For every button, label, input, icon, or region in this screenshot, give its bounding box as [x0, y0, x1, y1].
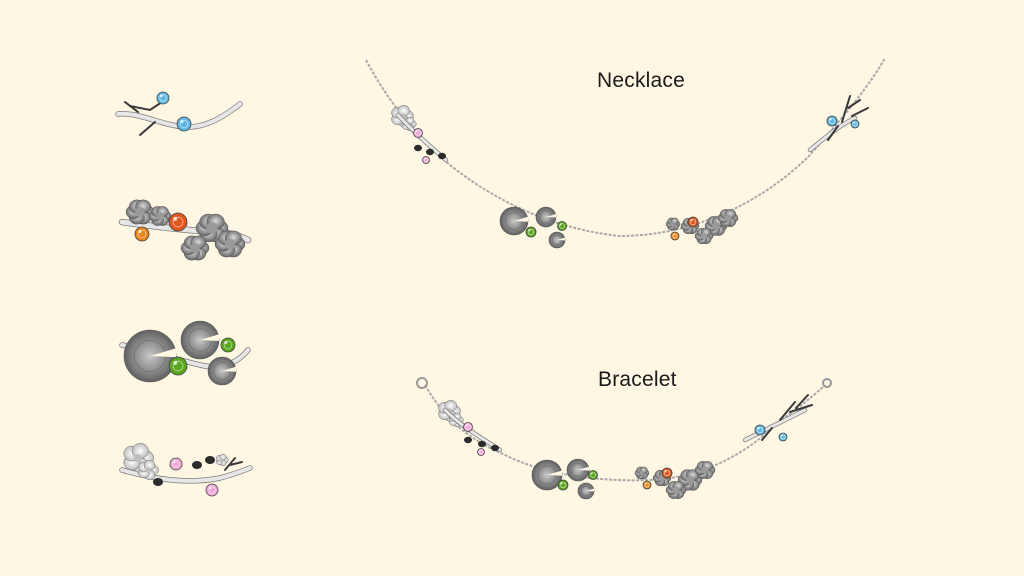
flower	[665, 481, 687, 499]
bud	[478, 440, 486, 448]
necklace-chain	[365, 57, 886, 238]
flower	[214, 230, 246, 258]
twig	[124, 101, 139, 113]
left-clasp-ring	[416, 377, 428, 389]
lily-pad	[566, 458, 590, 482]
bud	[426, 148, 434, 156]
right-clasp-ring	[822, 378, 832, 388]
gem-pink-tourmaline	[205, 483, 219, 497]
gem-pink-tourmaline	[477, 448, 485, 456]
necklace-illustration	[365, 57, 886, 249]
gem-green-peridot	[557, 479, 569, 491]
gem-green-peridot	[557, 221, 567, 231]
flower-motif	[118, 199, 252, 261]
gem-green-peridot	[588, 470, 598, 480]
gem-blue-topaz	[156, 91, 170, 105]
gem-pink-tourmaline	[463, 422, 473, 432]
gem-green-peridot	[168, 356, 188, 376]
twig	[224, 457, 243, 471]
bud	[414, 144, 422, 152]
bracelet-chain	[424, 384, 826, 482]
lily-pad	[548, 231, 566, 249]
flower	[180, 235, 210, 261]
gem-pink-tourmaline	[422, 156, 430, 164]
lily-pad	[123, 329, 177, 383]
twig	[761, 394, 813, 441]
branch	[396, 113, 448, 162]
gem-blue-topaz	[778, 432, 788, 442]
flower	[148, 206, 172, 226]
lily-pad	[207, 356, 237, 386]
flower	[694, 461, 716, 479]
gem-pink-tourmaline	[413, 128, 423, 138]
blossom	[216, 453, 229, 467]
gem-blue-topaz	[826, 115, 838, 127]
flower	[694, 227, 714, 245]
lily-pad	[499, 206, 529, 236]
gem-amber-citrine	[670, 231, 680, 241]
bud	[438, 152, 446, 160]
lily-pad	[531, 459, 563, 491]
flower	[195, 213, 229, 243]
gem-orange-garnet	[661, 467, 673, 479]
gem-amber-citrine	[134, 226, 150, 242]
bracelet-label: Bracelet	[598, 368, 677, 391]
branch	[808, 116, 857, 152]
branch	[743, 408, 807, 442]
bracelet-illustration	[416, 377, 832, 500]
gem-green-peridot	[525, 226, 537, 238]
flower	[717, 209, 739, 227]
bud	[153, 478, 163, 486]
flower	[634, 466, 650, 480]
lily-pad	[535, 206, 557, 228]
flower	[665, 217, 681, 231]
gem-pink-tourmaline	[169, 457, 183, 471]
twig	[827, 95, 869, 141]
gem-blue-topaz	[176, 116, 192, 132]
blossom	[138, 459, 159, 481]
blossom-motif	[119, 443, 253, 497]
gem-green-peridot	[220, 337, 236, 353]
twig	[139, 121, 156, 136]
gem-blue-topaz	[754, 424, 766, 436]
necklace-label: Necklace	[597, 69, 685, 92]
branch-motif	[115, 91, 243, 136]
bud	[192, 461, 202, 469]
bud	[205, 456, 215, 464]
bud	[491, 444, 499, 452]
bud	[464, 436, 472, 444]
gem-amber-citrine	[642, 480, 652, 490]
gem-blue-topaz	[850, 119, 860, 129]
lily-pad-motif	[119, 320, 251, 386]
lily-pad	[577, 482, 595, 500]
gem-orange-garnet	[168, 212, 188, 232]
gem-orange-garnet	[687, 216, 699, 228]
lily-pad	[180, 320, 220, 360]
flower	[125, 199, 155, 225]
